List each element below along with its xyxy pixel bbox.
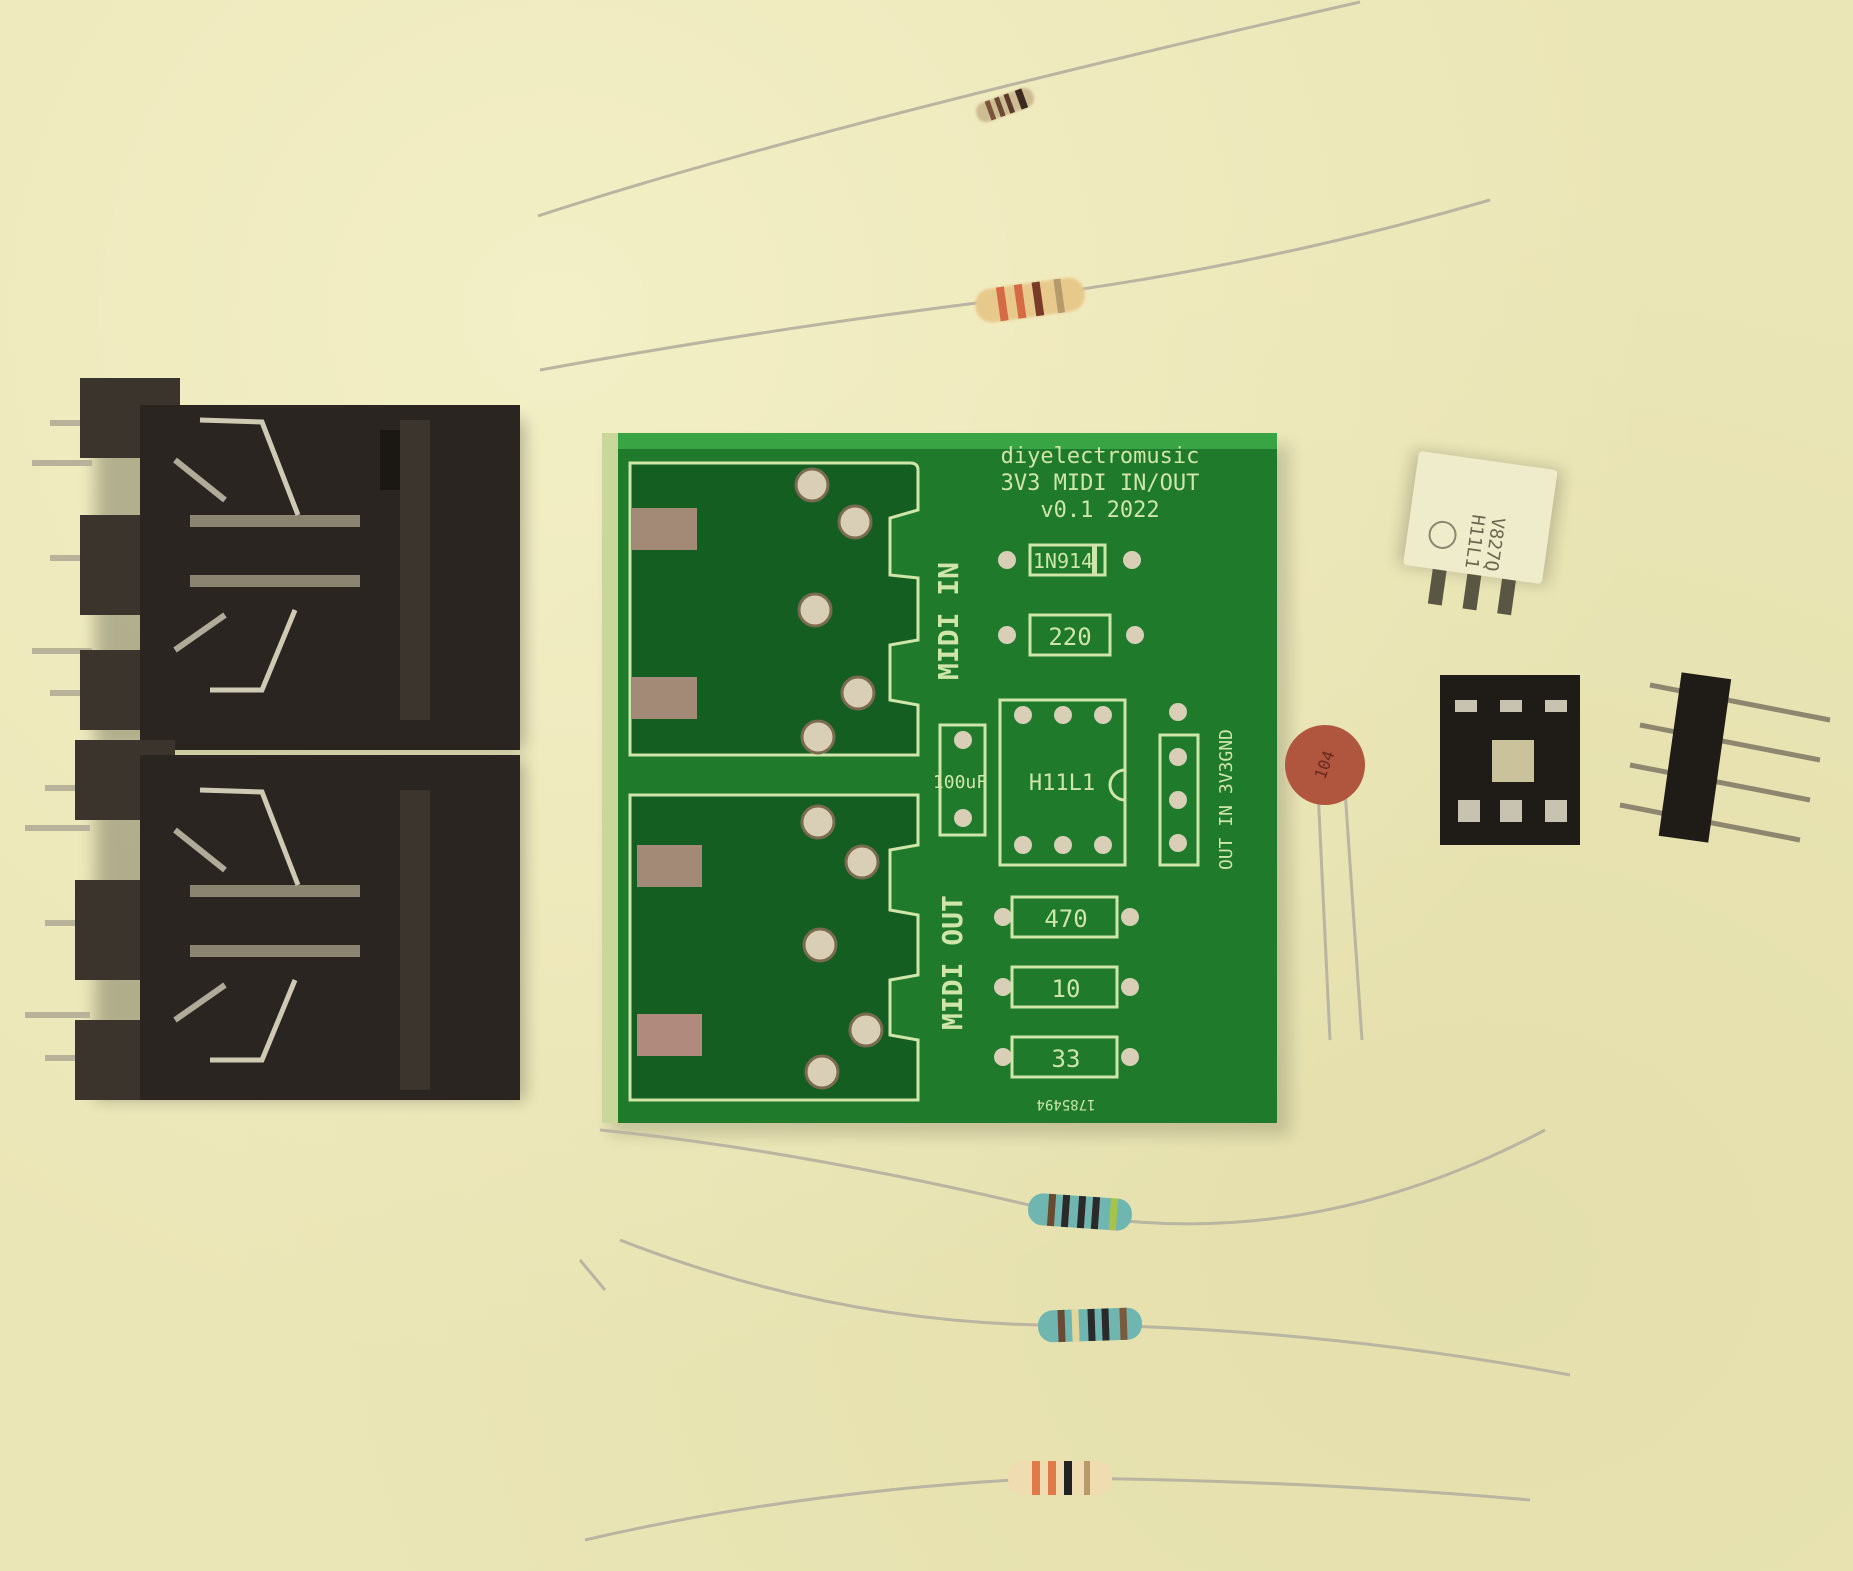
header-footprint: OUT IN 3V3GND — [1158, 703, 1237, 870]
pcb-board: MIDI IN MIDI OUT diyelectromusic 3V3 MID… — [602, 433, 1290, 1135]
midi-jack-top — [32, 378, 525, 750]
header-label: OUT IN 3V3GND — [1216, 729, 1237, 870]
optocoupler-chip: H11L1 V827Q — [1398, 450, 1563, 616]
ceramic-capacitor: 104 — [1285, 725, 1365, 1041]
resistor-top — [537, 0, 1361, 218]
pcb-title-line-2: 3V3 MIDI IN/OUT — [1001, 471, 1200, 496]
pcb-title-line-3: v0.1 2022 — [1040, 498, 1159, 523]
pcb-title-line-1: diyelectromusic — [1001, 444, 1200, 469]
resistor-footprint-470: 470 — [994, 895, 1139, 939]
resistor-footprint-220: 220 — [998, 613, 1144, 657]
resistor-label-470: 470 — [1044, 905, 1087, 933]
resistor-footprint-10: 10 — [994, 965, 1139, 1009]
ic-socket — [1440, 675, 1580, 845]
capacitor-footprint: 100uF — [933, 723, 987, 837]
resistor-upper — [539, 198, 1491, 372]
midi-out-label: MIDI OUT — [936, 895, 969, 1030]
resistor-lower-1 — [599, 1128, 1546, 1231]
diode-footprint: 1N914 — [998, 543, 1141, 577]
serial-number: 1785494 — [1036, 1096, 1095, 1112]
resistor-label-33: 33 — [1052, 1045, 1081, 1073]
resistor-label-10: 10 — [1052, 975, 1081, 1003]
resistor-footprint-33: 33 — [994, 1035, 1139, 1079]
ic-label: H11L1 — [1029, 771, 1095, 796]
resistor-label-220: 220 — [1048, 623, 1091, 651]
resistor-lower-2 — [619, 1238, 1571, 1377]
midi-in-label: MIDI IN — [932, 562, 965, 680]
diode-label: 1N914 — [1033, 549, 1093, 573]
pin-header — [1619, 672, 1831, 843]
stray-wire — [578, 1259, 607, 1291]
ic-footprint: H11L1 — [998, 698, 1127, 867]
midi-jack-bottom — [25, 740, 525, 1100]
resistor-bottom — [584, 1461, 1531, 1542]
capacitor-label: 100uF — [933, 772, 987, 793]
